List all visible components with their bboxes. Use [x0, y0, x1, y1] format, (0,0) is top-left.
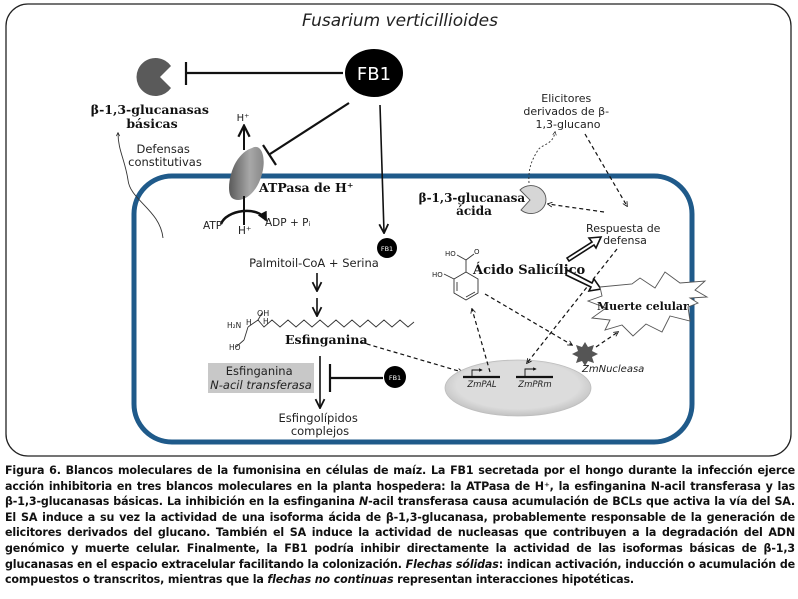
caption-figure-label: Figura 6. [5, 464, 61, 477]
caption-text-4: representan interacciones hipotéticas. [393, 573, 634, 587]
defense-to-prm-arrow [527, 248, 618, 363]
figure-caption: Figura 6. Blancos moleculares de la fumo… [5, 463, 795, 588]
sphinganine-structure [235, 312, 415, 348]
gene-pal [463, 368, 500, 379]
proton-out-label: H⁺ [237, 113, 250, 124]
complex-sphingolipids-label: Esfingolípidos complejos [279, 411, 362, 438]
nucleus [444, 359, 592, 417]
salicylic-acid-label: Ácido Salicílico [472, 262, 586, 278]
inhibition-atpase [262, 102, 350, 166]
caption-italic-n: N [359, 495, 369, 509]
sa-ho1: HO [445, 250, 456, 258]
transferase-box [208, 363, 314, 393]
nuclease-to-death-arrow [595, 332, 618, 348]
transferase-label: Esfinganina N-acil transferasa [210, 364, 312, 392]
cell-death-burst [586, 271, 709, 337]
defense-to-acid-glucanase-arrow [548, 204, 605, 213]
gene-prm-label: ZmPRm [517, 380, 551, 390]
sa-to-defense-arrow [565, 236, 603, 263]
atp-hydrolysis-arrow [219, 209, 268, 225]
acid-glucanase-icon [519, 185, 547, 214]
svg-text:FB1: FB1 [381, 245, 393, 253]
fb1-toxin: FB1 [345, 49, 403, 97]
sa-o: O [474, 248, 480, 256]
sph-h2: H [263, 317, 269, 326]
svg-text:FB1: FB1 [389, 374, 401, 382]
caption-dashed-arrows: flechas no continuas [267, 573, 394, 587]
palmitoyl-serine-label: Palmitoil-CoA + Serina [249, 256, 379, 270]
constitutive-defense-arrow [118, 133, 164, 239]
nuclease-icon [572, 342, 598, 366]
caption-text-3: : indican activación, inducción o acumul… [5, 557, 795, 587]
outer-frame [5, 3, 792, 457]
proton-in-label: H⁺ [238, 225, 251, 237]
pal-to-sa-arrow [472, 309, 491, 373]
atpase-icon [229, 146, 264, 200]
sa-to-death-arrow [565, 268, 603, 293]
atp-label: ATP [203, 220, 222, 232]
basic-glucanase-label: β-1,3-glucanasas básicas [91, 102, 213, 131]
acid-glucanase-label: β-1,3-glucanasa ácida [419, 191, 530, 218]
inhibition-transferase [328, 364, 383, 392]
gene-pal-label: ZmPAL [466, 380, 497, 390]
sph-ho: HO [229, 343, 241, 352]
caption-text-2: -acil transferasa causa acumulación de B… [5, 495, 795, 571]
sph-oh: OH [257, 309, 269, 318]
sph-h1: H [246, 318, 252, 327]
caption-text-1: Blancos moleculares de la fumonisina en … [5, 464, 796, 509]
sa-ho2: HO [432, 271, 443, 279]
gene-prm [516, 367, 553, 379]
nuclease-label: ZmNucleasa [581, 364, 644, 375]
constitutive-defenses-label: Defensas constitutivas [128, 142, 202, 169]
defense-response-label: Respuesta de defensa [586, 222, 664, 247]
sa-to-nuclease-arrow [484, 293, 572, 345]
fb1-internal: FB1 [377, 238, 397, 258]
fb1-transferase: FB1 [384, 366, 406, 388]
adp-label: ADP + Pᵢ [265, 217, 310, 229]
svg-text:FB1: FB1 [357, 64, 391, 85]
salicylic-acid-structure [443, 253, 479, 301]
fumonisin-diagram: Fusarium verticillioides FB1 β-1,3-gluca… [5, 3, 792, 457]
elicitors-label: Elicitores derivados de β- 1,3-glucano [523, 92, 612, 131]
atpase-label: ATPasa de H⁺ [258, 180, 353, 195]
sphinganine-to-pal-arrow [359, 341, 462, 372]
cell-death-label: Muerte celular [597, 300, 689, 313]
organism-title: Fusarium verticillioides [302, 11, 498, 31]
cell-membrane [131, 173, 695, 445]
sphinganine-label: Esfinganina [285, 332, 368, 347]
basic-glucanase-icon [136, 57, 171, 96]
inhibition-basic-glucanase [184, 62, 343, 85]
fb1-entry-arrow [380, 104, 384, 232]
caption-solid-arrows: Flechas sólidas [405, 557, 499, 571]
sph-h2n: H₂N [227, 321, 241, 330]
